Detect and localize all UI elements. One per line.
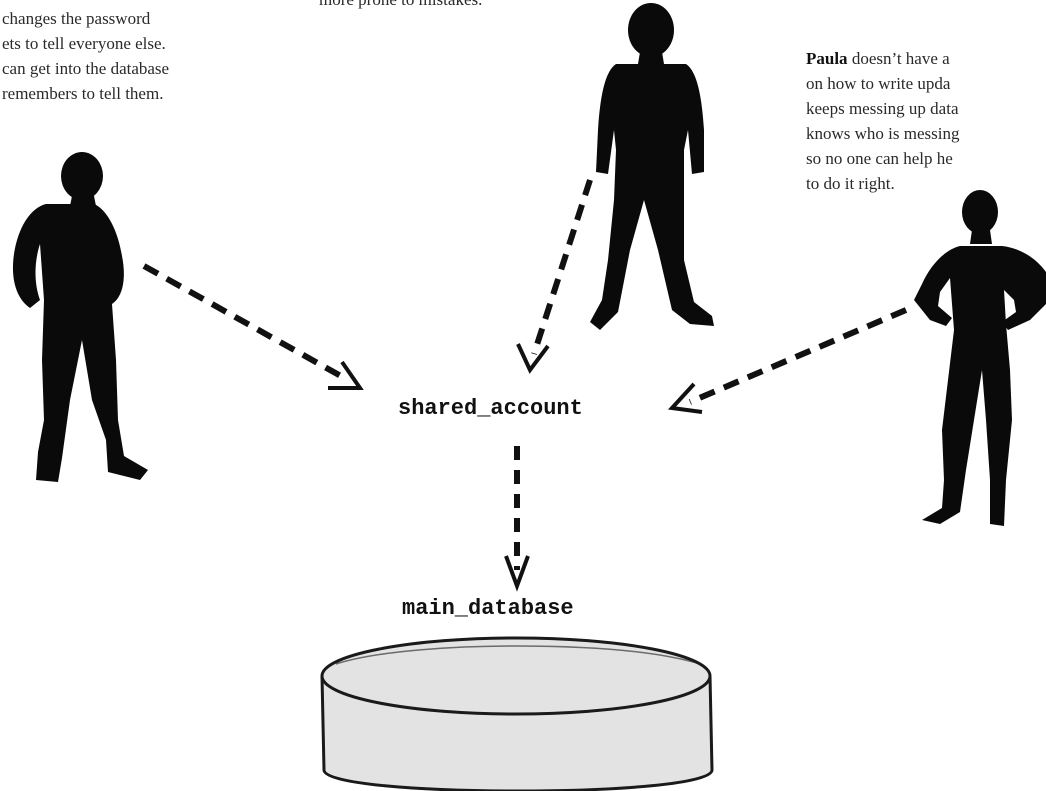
middle-person-caption: more prone to mistakes. — [319, 0, 482, 12]
caption-line: to do it right. — [806, 174, 895, 193]
arrow-shared-to-main — [504, 446, 530, 592]
arrow-right-to-shared — [667, 307, 908, 414]
caption-line: remembers to tell them. — [2, 84, 164, 103]
left-person-caption: changes the password ets to tell everyon… — [2, 6, 169, 106]
caption-line: more prone to mistakes. — [319, 0, 482, 12]
right-person-caption: Paula doesn’t have a on how to write upd… — [806, 46, 959, 196]
database-cylinder-icon — [320, 636, 714, 791]
middle-person-silhouette — [590, 3, 714, 330]
shared-account-label: shared_account — [398, 396, 583, 421]
caption-line: keeps messing up data — [806, 99, 959, 118]
person-name-paula: Paula — [806, 49, 848, 68]
caption-line: on how to write upda — [806, 74, 951, 93]
arrow-left-to-shared — [142, 263, 364, 390]
main-database-label: main_database — [402, 596, 574, 621]
caption-line: can get into the database — [2, 59, 170, 78]
caption-text: doesn’t have a — [847, 49, 950, 68]
right-person-silhouette-paula — [914, 190, 1046, 526]
caption-line: so no one can help he — [806, 149, 953, 168]
caption-line: ets to tell everyone else. — [2, 34, 166, 53]
arrow-middle-to-shared — [516, 179, 593, 374]
caption-line: changes the password — [2, 9, 151, 28]
left-person-silhouette — [12, 152, 148, 482]
caption-line-first: Paula doesn’t have a — [806, 46, 959, 71]
caption-line: knows who is messing — [806, 124, 960, 143]
